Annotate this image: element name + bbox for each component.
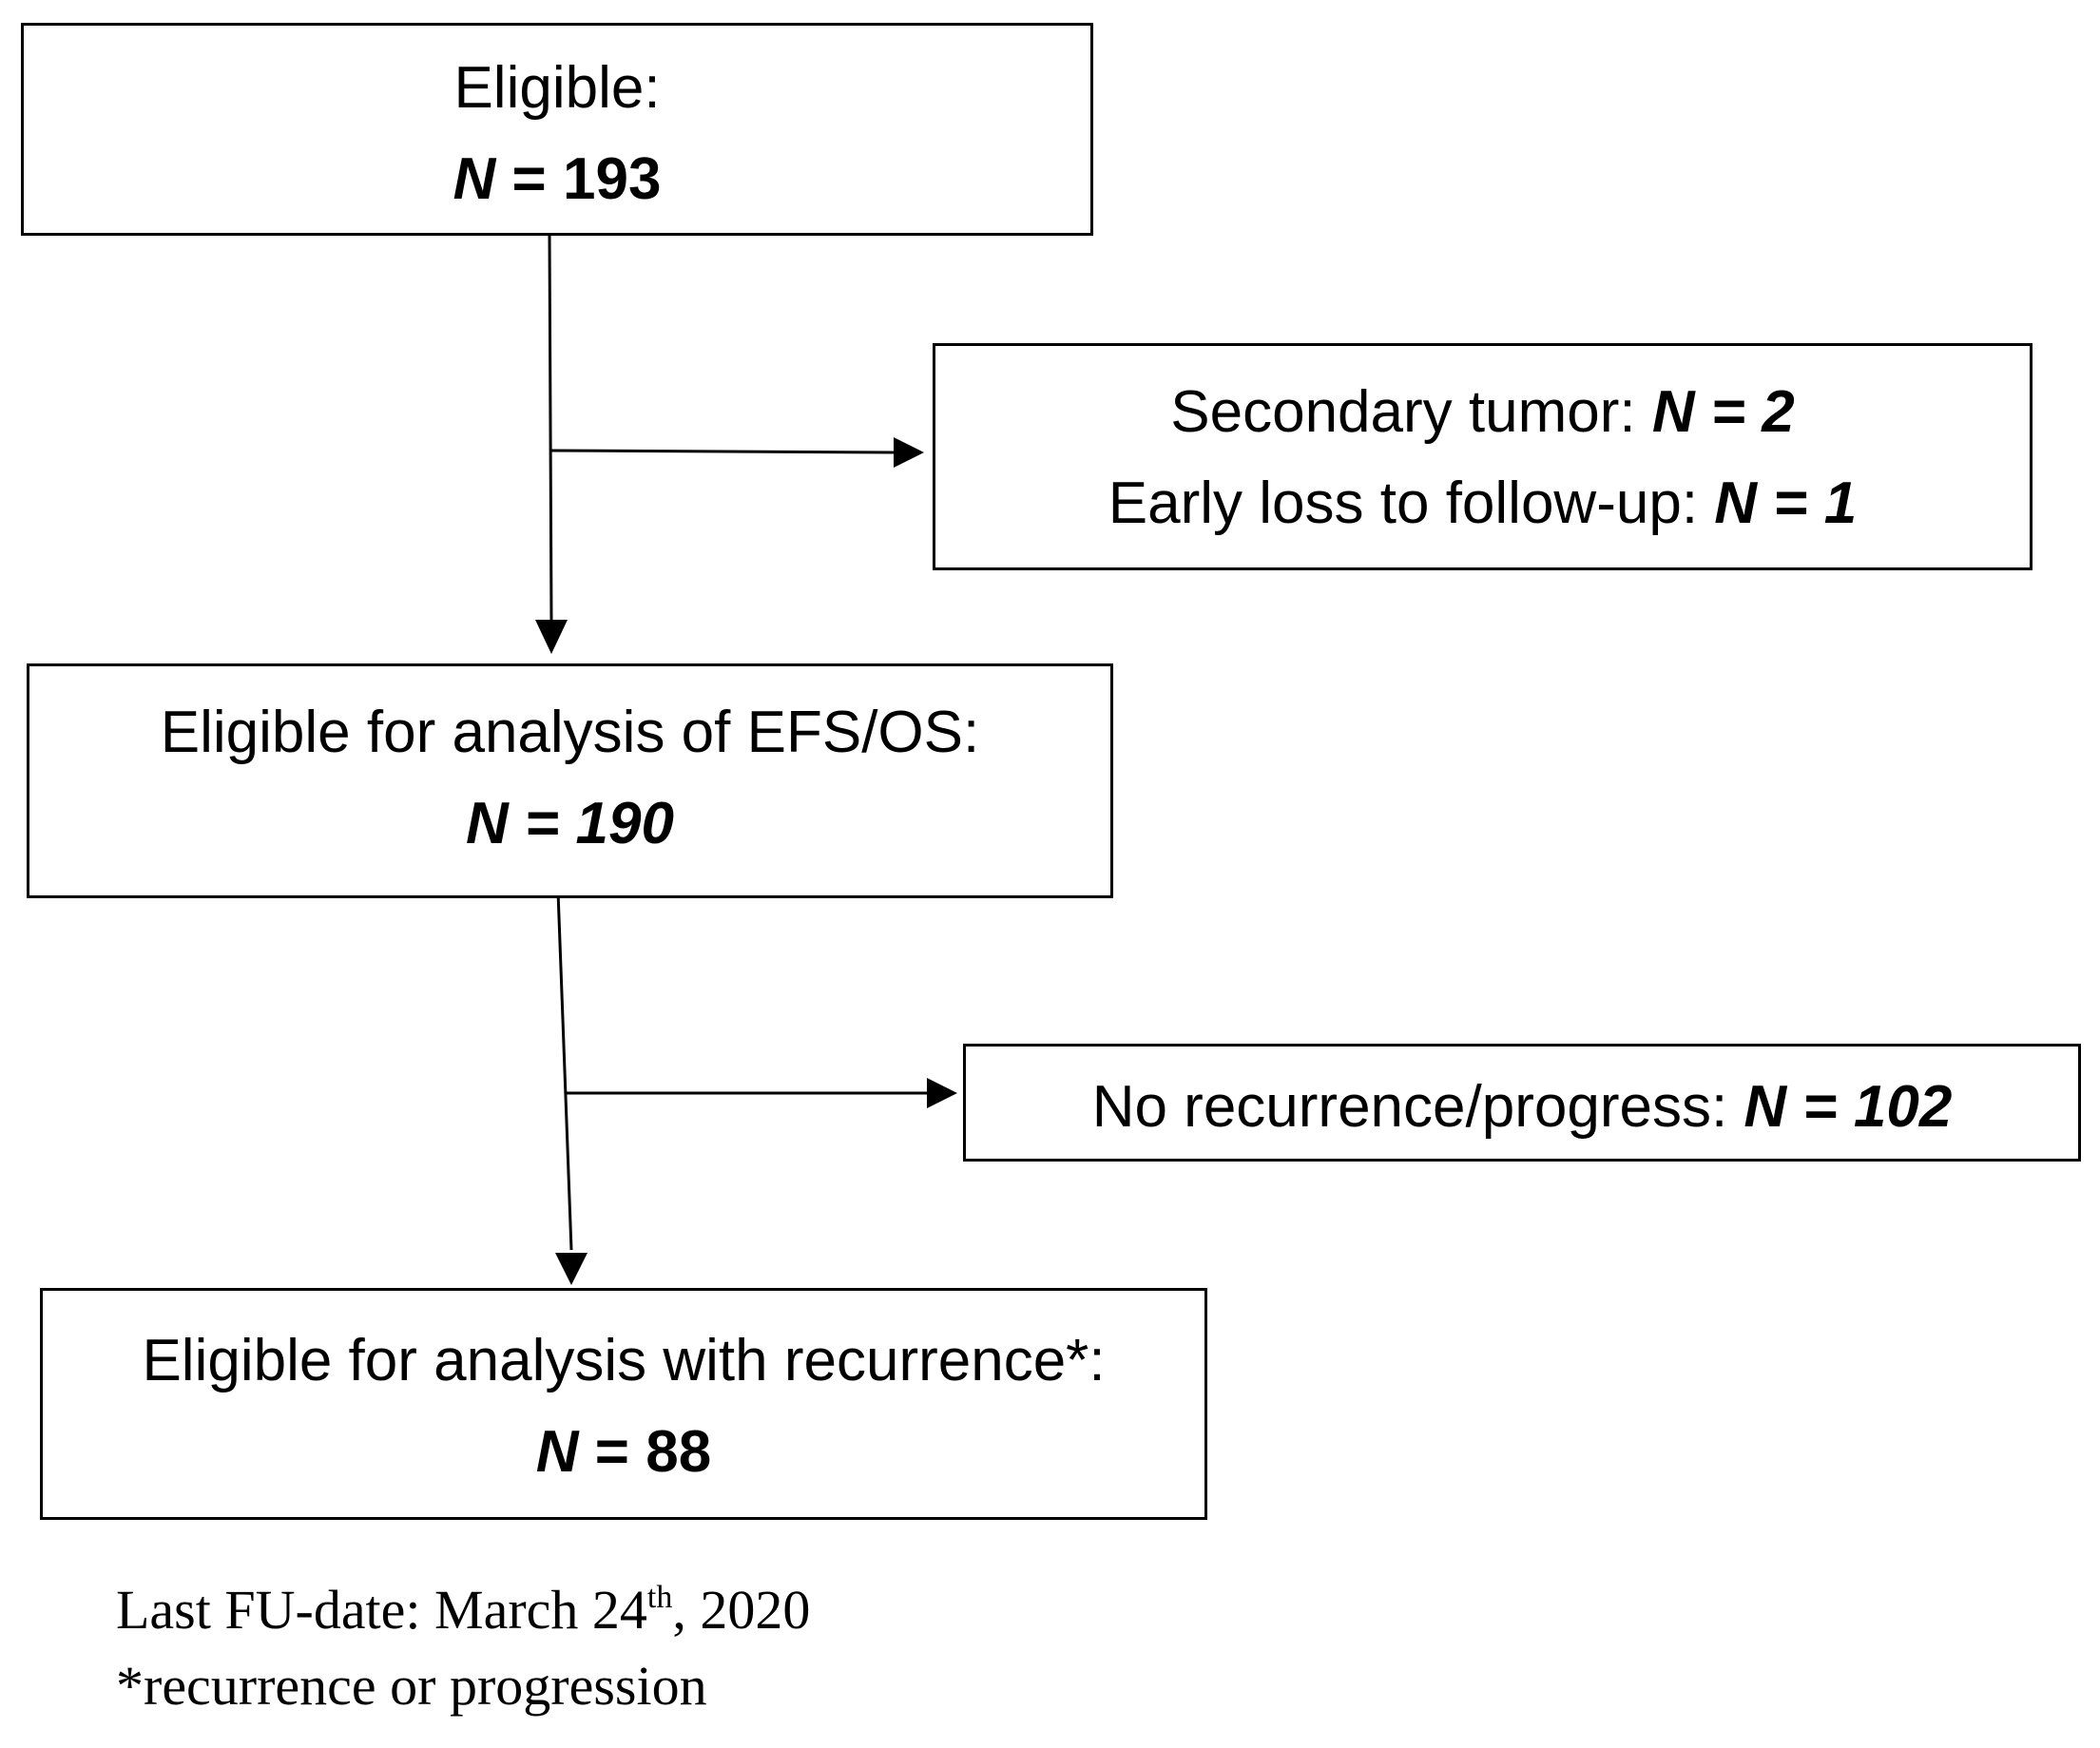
early-loss-count: N = 1	[1714, 471, 1858, 536]
no-recurrence-count: N = 102	[1744, 1074, 1953, 1140]
recurrence-label: Eligible for analysis with recurrence*:	[142, 1328, 1106, 1393]
no-recurrence-label: No recurrence/progress:	[1091, 1074, 1744, 1140]
arrowhead-excluded	[894, 437, 924, 468]
secondary-tumor-count: N = 2	[1651, 379, 1795, 445]
no-recurrence-box: No recurrence/progress: N = 102	[963, 1044, 2081, 1162]
eligible-box: Eligible: N = 193	[21, 23, 1093, 236]
last-fu-date-note: Last FU-date: March 24th, 2020	[116, 1578, 810, 1642]
efs-os-box: Eligible for analysis of EFS/OS: N = 190	[27, 663, 1113, 898]
last-fu-date-prefix: Last FU-date: March 24	[116, 1579, 647, 1641]
excluded-line-early-loss: Early loss to follow-up: N = 1	[935, 470, 2030, 537]
excluded-line-secondary-tumor: Secondary tumor: N = 2	[935, 378, 2030, 446]
arrowhead-no-recurrence	[927, 1078, 957, 1108]
connector-eligible-to-efs	[548, 233, 553, 624]
efs-os-label: Eligible for analysis of EFS/OS:	[160, 700, 980, 765]
connector-efs-to-recurrence	[556, 891, 573, 1251]
last-fu-date-ordinal: th	[646, 1580, 673, 1615]
recurrence-box: Eligible for analysis with recurrence*: …	[40, 1288, 1207, 1520]
eligible-label: Eligible:	[453, 55, 661, 121]
recurrence-count: N = 88	[43, 1418, 1204, 1486]
arrowhead-recurrence	[555, 1253, 588, 1285]
recurrence-n-symbol: N	[535, 1419, 579, 1485]
efs-os-count: N = 190	[466, 791, 674, 856]
eligible-count: N = 193	[24, 145, 1090, 213]
excluded-box: Secondary tumor: N = 2 Early loss to fol…	[933, 343, 2033, 570]
last-fu-date-suffix: , 2020	[672, 1579, 811, 1641]
eligible-n-value: = 193	[495, 146, 662, 212]
no-recurrence-line: No recurrence/progress: N = 102	[966, 1073, 2078, 1141]
arrowhead-efs	[535, 620, 568, 654]
recurrence-n-value: = 88	[578, 1419, 712, 1485]
secondary-tumor-label: Secondary tumor:	[1170, 379, 1652, 445]
eligible-n-symbol: N	[453, 146, 496, 212]
early-loss-label: Early loss to follow-up:	[1108, 471, 1715, 536]
connector-to-excluded	[550, 449, 895, 454]
recurrence-footnote: *recurrence or progression	[116, 1655, 707, 1717]
